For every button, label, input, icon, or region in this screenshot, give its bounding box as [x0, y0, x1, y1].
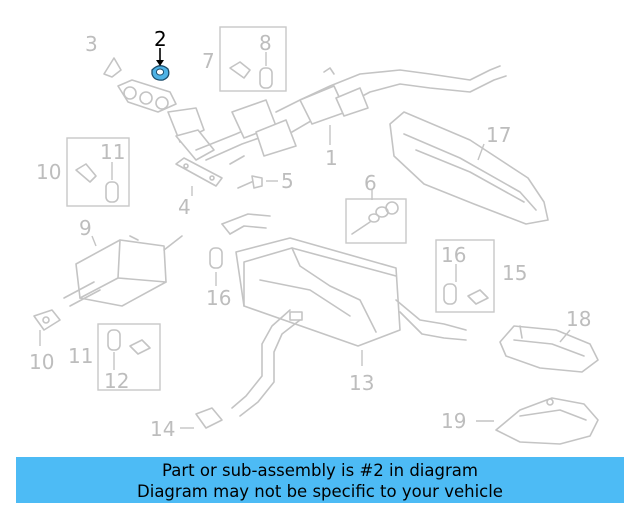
part-18-heat-shield[interactable]: [499, 325, 599, 373]
part-1-front-pipe[interactable]: [117, 65, 507, 165]
part-2-gasket[interactable]: [151, 65, 170, 81]
part-6-clamp-kit[interactable]: [351, 201, 399, 235]
label-part-10-lower[interactable]: 10: [29, 350, 54, 374]
banner-disclaimer-line: Diagram may not be specific to your vehi…: [137, 482, 503, 501]
part-14-clamp[interactable]: [195, 407, 223, 429]
part-12-hanger[interactable]: [107, 329, 121, 351]
part-13-muffler[interactable]: [221, 213, 467, 417]
label-part-17[interactable]: 17: [486, 123, 511, 147]
label-part-19[interactable]: 19: [441, 409, 466, 433]
label-part-11-lower[interactable]: 11: [68, 344, 93, 368]
banner-part-line: Part or sub-assembly is #2 in diagram: [162, 461, 478, 480]
diagram-info-banner: Part or sub-assembly is #2 in diagram Di…: [16, 457, 624, 503]
part-10-clamp-upper[interactable]: [75, 163, 97, 183]
label-part-15[interactable]: 15: [502, 261, 527, 285]
label-part-1[interactable]: 1: [325, 146, 338, 170]
part-15-clamp[interactable]: [467, 289, 489, 305]
part-6-box: [345, 198, 407, 244]
label-part-6[interactable]: 6: [364, 171, 377, 195]
label-part-10-upper[interactable]: 10: [36, 160, 61, 184]
part-10-11-box: [66, 137, 130, 207]
part-7-clamp[interactable]: [229, 61, 251, 79]
part-4-bracket[interactable]: [175, 157, 223, 187]
label-part-4[interactable]: 4: [178, 195, 191, 219]
label-part-14[interactable]: 14: [150, 417, 175, 441]
label-part-13[interactable]: 13: [349, 371, 374, 395]
label-part-9[interactable]: 9: [79, 216, 92, 240]
part-5-bolt[interactable]: [237, 175, 263, 189]
label-part-11-upper[interactable]: 11: [100, 140, 125, 164]
label-part-12[interactable]: 12: [104, 369, 129, 393]
label-part-16[interactable]: 16: [206, 286, 231, 310]
label-part-8[interactable]: 8: [259, 31, 272, 55]
label-part-7[interactable]: 7: [202, 49, 215, 73]
part-11-12-box: [97, 323, 161, 391]
part-19-heat-shield[interactable]: [495, 397, 599, 445]
part-11-clamp-lower[interactable]: [129, 339, 151, 355]
part-9-resonator[interactable]: [63, 235, 183, 307]
part-3-shape[interactable]: [103, 57, 122, 78]
label-part-16-box[interactable]: 16: [441, 243, 466, 267]
part-15-16-box: [435, 239, 495, 313]
part-2-arrow: [156, 60, 164, 66]
label-part-18[interactable]: 18: [566, 307, 591, 331]
label-part-2[interactable]: 2: [154, 27, 167, 51]
part-11-hanger-upper[interactable]: [105, 181, 119, 203]
part-16-hanger-box[interactable]: [443, 283, 457, 305]
part-17-heat-shield[interactable]: [389, 111, 549, 225]
part-10-clamp-lower[interactable]: [33, 309, 61, 331]
part-7-8-box: [219, 26, 287, 92]
label-part-5[interactable]: 5: [281, 169, 294, 193]
part-16-hanger[interactable]: [209, 247, 223, 269]
label-part-3[interactable]: 3: [85, 32, 98, 56]
part-8-hanger[interactable]: [259, 67, 273, 89]
